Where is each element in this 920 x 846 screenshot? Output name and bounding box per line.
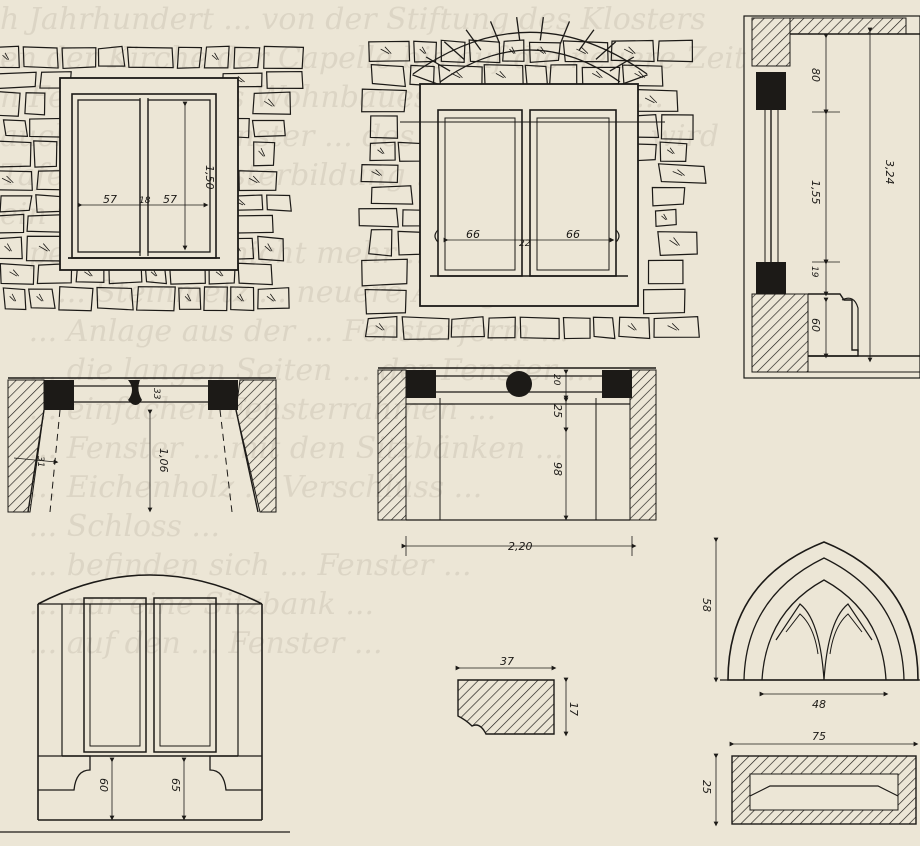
dim-w2-left: 66 (466, 228, 480, 241)
dim-plan2-width: 2,20 (508, 540, 533, 553)
dim-w1-height: 1,50 (203, 165, 216, 190)
dim-arch-height: 58 (700, 598, 713, 612)
dim-sec-total: 3,24 (883, 160, 896, 185)
plan-window-1: 1,06 31 33 (7, 377, 277, 513)
bench-section-detail: 75 25 (700, 730, 919, 827)
masonry-wall-2 (358, 39, 707, 340)
dim-sec-top: 80 (809, 68, 822, 82)
dim-plan1-depth: 1,06 (157, 448, 170, 473)
plan-window-2: 20 25 98 2,20 (377, 367, 657, 556)
dim-e3-bench: 60 (97, 778, 110, 792)
dim-sec-sill: 19 (809, 266, 819, 278)
dim-profile-height: 17 (567, 702, 580, 716)
dim-bench-width: 75 (812, 730, 826, 743)
relieving-arch (412, 17, 648, 86)
dim-w1-right: 57 (163, 193, 177, 206)
elevation-window-1: 57 18 57 1,50 (0, 45, 305, 312)
dim-plan2-depth: 98 (551, 462, 564, 476)
dim-plan2-reveal: 25 (551, 404, 564, 418)
dim-plan1-frame: 31 (35, 456, 45, 467)
dim-plan1-mullion: 33 (151, 388, 161, 400)
dim-plan2-frame: 20 (551, 374, 561, 386)
section-window-with-bench: 80 1,55 3,24 19 60 (743, 15, 920, 379)
mullion-profile-detail: 37 17 (455, 655, 580, 737)
dim-profile-width: 37 (500, 655, 514, 668)
dim-sec-bench: 60 (809, 318, 822, 332)
dim-line-plan1-frame (13, 457, 59, 465)
dim-w2-mullion: 22 (519, 239, 531, 249)
dim-w2-right: 66 (566, 228, 580, 241)
elevation-window-2: 66 22 66 (358, 17, 707, 340)
dim-sec-light: 1,55 (809, 180, 822, 205)
dim-w1-left: 57 (103, 193, 117, 206)
elevation-window-3-interior: 60 65 (0, 574, 290, 833)
dim-bench-height: 25 (700, 780, 713, 794)
dim-w1-mullion: 18 (139, 196, 151, 206)
dim-e3-seat: 65 (169, 778, 182, 792)
pointed-arch-detail: 58 48 (700, 537, 920, 711)
dim-arch-width: 48 (812, 698, 826, 711)
